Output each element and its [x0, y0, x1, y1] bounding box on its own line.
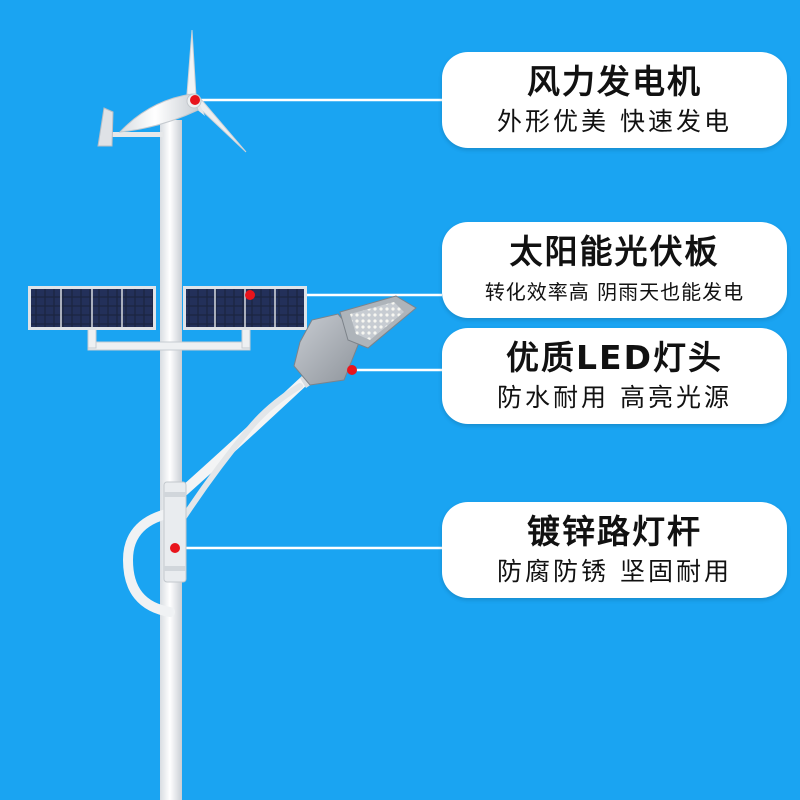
- main-pole: [160, 120, 182, 800]
- callout-subtitle: 防水耐用 高亮光源: [497, 383, 732, 412]
- callout-title: 镀锌路灯杆: [527, 512, 702, 551]
- callout-title: 优质LED灯头: [506, 338, 723, 377]
- marker-wind: [190, 95, 200, 105]
- callout-galvanized-pole: 镀锌路灯杆 防腐防锈 坚固耐用: [442, 502, 787, 598]
- lower-bracket: [122, 481, 187, 617]
- marker-solar: [245, 290, 255, 300]
- callout-subtitle: 转化效率高 阴雨天也能发电: [484, 280, 745, 304]
- callout-title: 太阳能光伏板: [509, 232, 720, 271]
- callout-solar-panel: 太阳能光伏板 转化效率高 阴雨天也能发电: [442, 222, 787, 318]
- solar-panel-left: [28, 286, 156, 330]
- wind-vane: [97, 107, 164, 147]
- callout-wind-turbine: 风力发电机 外形优美 快速发电: [442, 52, 787, 148]
- lamp-arm: [171, 366, 324, 523]
- led-lamp-head: [293, 295, 417, 386]
- markers: [170, 95, 357, 553]
- callout-title: 风力发电机: [527, 62, 702, 101]
- solar-panel-right: [183, 286, 307, 330]
- callout-subtitle: 外形优美 快速发电: [497, 107, 732, 136]
- callout-led-lamp: 优质LED灯头 防水耐用 高亮光源: [442, 328, 787, 424]
- callout-subtitle: 防腐防锈 坚固耐用: [497, 557, 732, 586]
- marker-pole: [170, 543, 180, 553]
- marker-led: [347, 365, 357, 375]
